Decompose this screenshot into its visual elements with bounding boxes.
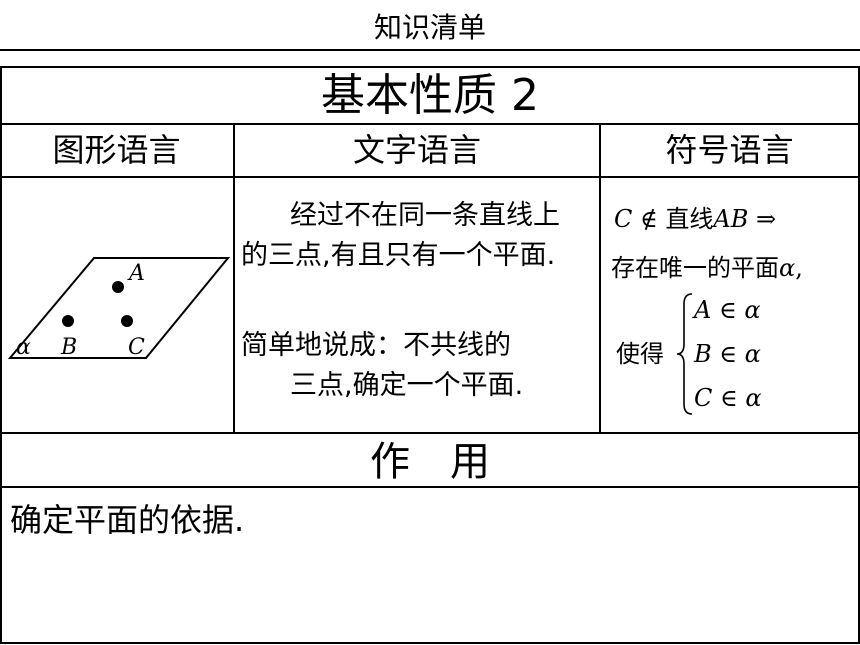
- text-line-4: 三点,确定一个平面.: [290, 370, 524, 401]
- text-line-1: 经过不在同一条直线上: [290, 200, 560, 231]
- table-rule-body: [0, 432, 860, 434]
- plane-parallelogram: [7, 257, 231, 359]
- table-title: 基本性质 2: [321, 70, 539, 121]
- text-line-2: 的三点,有且只有一个平面.: [241, 240, 556, 271]
- column-header-text: 文字语言: [352, 131, 481, 169]
- table-rule-header: [0, 176, 860, 178]
- symbol-line-1: C ∉ 直线AB ⇒: [614, 203, 776, 235]
- condition-b: B ∈ α: [694, 340, 761, 368]
- table-border-bottom: [0, 642, 860, 644]
- symbol-arrow: ⇒: [748, 205, 777, 233]
- table-rule-use: [0, 486, 860, 488]
- condition-a: A ∈ α: [694, 296, 761, 324]
- system-brace-icon: [676, 293, 693, 415]
- table-border-right: [858, 66, 860, 644]
- point-c-label: C: [128, 335, 145, 360]
- table-border-left: [0, 66, 2, 644]
- column-header-figure: 图形语言: [52, 131, 181, 169]
- condition-c: C ∈ α: [694, 384, 762, 412]
- header-rule: [0, 49, 860, 51]
- point-b: [62, 315, 74, 327]
- table-border-top: [0, 66, 860, 68]
- point-c: [121, 315, 133, 327]
- text-line-3: 简单地说成：不共线的: [241, 330, 511, 361]
- symbol-line-2: 存在唯一的平面α,: [611, 252, 803, 284]
- table-col-divider-1: [233, 123, 235, 433]
- point-a: [112, 281, 124, 293]
- use-text: 确定平面的依据.: [10, 501, 245, 539]
- symbol-line-zh: 直线: [665, 205, 714, 233]
- plane-label: α: [16, 335, 31, 360]
- symbol-make: 使得: [616, 340, 664, 368]
- symbol-notin: ∉: [632, 205, 666, 233]
- point-b-label: B: [60, 335, 77, 360]
- table-rule-title: [0, 123, 860, 125]
- symbol-comma: ,: [795, 254, 803, 282]
- use-title: 作 用: [370, 439, 490, 485]
- symbol-c: C: [614, 205, 633, 233]
- point-a-label: A: [127, 261, 145, 286]
- table-col-divider-2: [599, 123, 601, 433]
- header-title: 知识清单: [373, 11, 486, 44]
- symbol-ab: AB: [713, 205, 749, 233]
- column-header-symbol: 符号语言: [665, 131, 794, 169]
- symbol-alpha: α: [779, 254, 796, 282]
- plane-figure: A B C α: [7, 257, 231, 360]
- symbol-exists-zh: 存在唯一的平面: [611, 254, 779, 282]
